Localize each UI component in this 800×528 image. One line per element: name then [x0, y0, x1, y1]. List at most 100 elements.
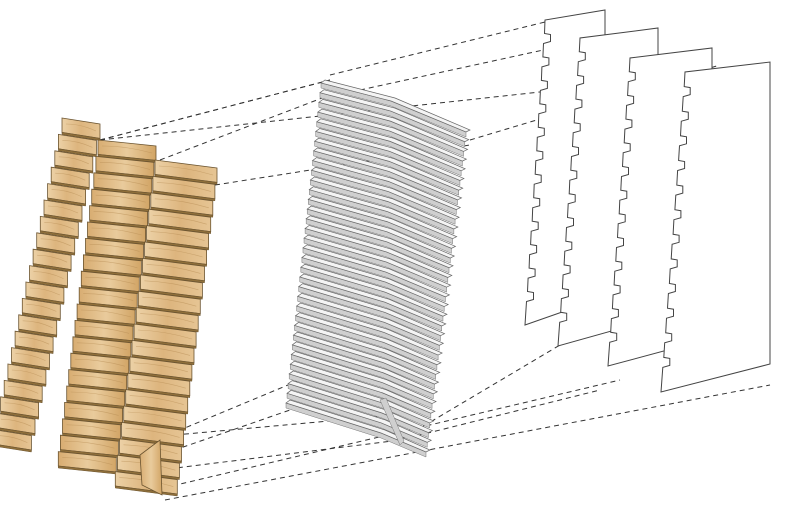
wood-grain	[129, 395, 184, 405]
wood-grain	[150, 231, 205, 241]
wood-grain	[87, 260, 138, 269]
fin	[297, 283, 446, 337]
wood-cladding-boards	[0, 117, 218, 497]
fin	[317, 108, 468, 162]
wood-grain	[127, 411, 182, 422]
wood-board-edge	[154, 174, 218, 185]
fin	[295, 302, 443, 356]
wood-grain	[51, 189, 82, 197]
wood-grain	[154, 198, 209, 209]
fin	[314, 128, 465, 181]
wood-grain	[33, 271, 64, 279]
wood-grain	[72, 375, 123, 383]
wood-grain	[8, 386, 39, 394]
wood-board-edge	[11, 361, 50, 371]
wood-grain	[97, 178, 148, 187]
wood-board-edge	[22, 312, 61, 322]
wood-board-edge	[7, 378, 47, 387]
wood-grain	[37, 254, 68, 263]
fin	[300, 263, 448, 317]
wood-grain	[135, 346, 191, 356]
grey-fin-stack	[285, 79, 471, 458]
wood-grain	[152, 214, 207, 225]
wood-board-edge	[40, 230, 79, 240]
wood-grain	[4, 402, 35, 411]
wood-grain	[26, 304, 57, 312]
wood-board-edge	[18, 328, 57, 338]
fin	[320, 79, 471, 133]
wood-grain	[62, 140, 93, 148]
wood-grain	[70, 391, 121, 400]
fin	[292, 331, 440, 385]
wood-board	[139, 439, 163, 496]
wood-board-edge	[54, 164, 94, 174]
projection-line	[99, 79, 331, 141]
wood-board-edge	[14, 345, 54, 354]
fin	[310, 166, 460, 220]
wood-grain	[133, 362, 188, 373]
wood-board-edge	[152, 190, 216, 202]
support-plate	[660, 61, 771, 393]
fin	[290, 351, 437, 404]
fin	[294, 312, 442, 366]
wood-board-edge	[133, 338, 197, 349]
fin	[306, 205, 456, 259]
wood-grain	[11, 369, 43, 378]
wood-board-edge	[3, 394, 43, 404]
projection-line	[159, 94, 331, 161]
wood-board-edge	[32, 263, 72, 272]
wood-grain	[22, 320, 53, 329]
wood-grain	[29, 287, 61, 296]
wood-board-edge	[142, 272, 205, 284]
wood-board-edge	[121, 436, 184, 448]
wood-board-edge	[47, 197, 86, 207]
wood-board-edge	[127, 387, 191, 398]
wood-board-edge	[29, 279, 68, 289]
wood-board-edge	[43, 214, 83, 223]
wood-board-edge	[36, 246, 75, 256]
fin	[302, 244, 451, 298]
wood-grain	[144, 280, 199, 291]
wood-grain	[47, 205, 79, 214]
wood-grain	[101, 145, 153, 154]
fin	[304, 225, 453, 278]
fin	[318, 99, 469, 152]
wood-grain	[15, 353, 46, 361]
wood-grain	[138, 329, 193, 340]
wood-grain	[93, 211, 144, 219]
wood-board-edge	[123, 420, 186, 431]
projection-line	[119, 379, 301, 456]
wood-grain	[66, 424, 117, 433]
wood-board-edge	[150, 206, 214, 218]
fin	[299, 273, 447, 327]
wood-grain	[89, 244, 140, 252]
wood-grain	[95, 194, 146, 203]
wood-board-edge	[25, 296, 65, 305]
wood-grain	[146, 264, 201, 274]
fin	[289, 360, 436, 414]
fin	[309, 176, 459, 230]
wood-grain	[76, 342, 127, 351]
wood-board-edge	[131, 354, 195, 366]
wood-grain	[99, 162, 150, 170]
wood-board-edge	[0, 427, 36, 436]
wood-grain	[19, 336, 50, 345]
fin	[285, 399, 431, 453]
wood-grain	[142, 296, 197, 307]
fin	[303, 234, 452, 288]
fin	[307, 195, 457, 249]
wood-board-edge	[148, 223, 211, 234]
wood-board-edge	[50, 181, 90, 190]
projection-line	[159, 439, 401, 471]
wood-grain	[40, 238, 71, 247]
wood-board-edge	[135, 321, 199, 333]
wood-grain	[44, 222, 75, 230]
projection-line	[359, 41, 581, 91]
wood-grain	[62, 457, 113, 465]
wood-grain	[148, 247, 203, 258]
wood-grain	[91, 227, 142, 236]
projection-line	[329, 21, 546, 76]
fin-tip	[379, 397, 405, 446]
wood-grain	[131, 378, 186, 389]
wood-board-edge	[0, 410, 39, 420]
